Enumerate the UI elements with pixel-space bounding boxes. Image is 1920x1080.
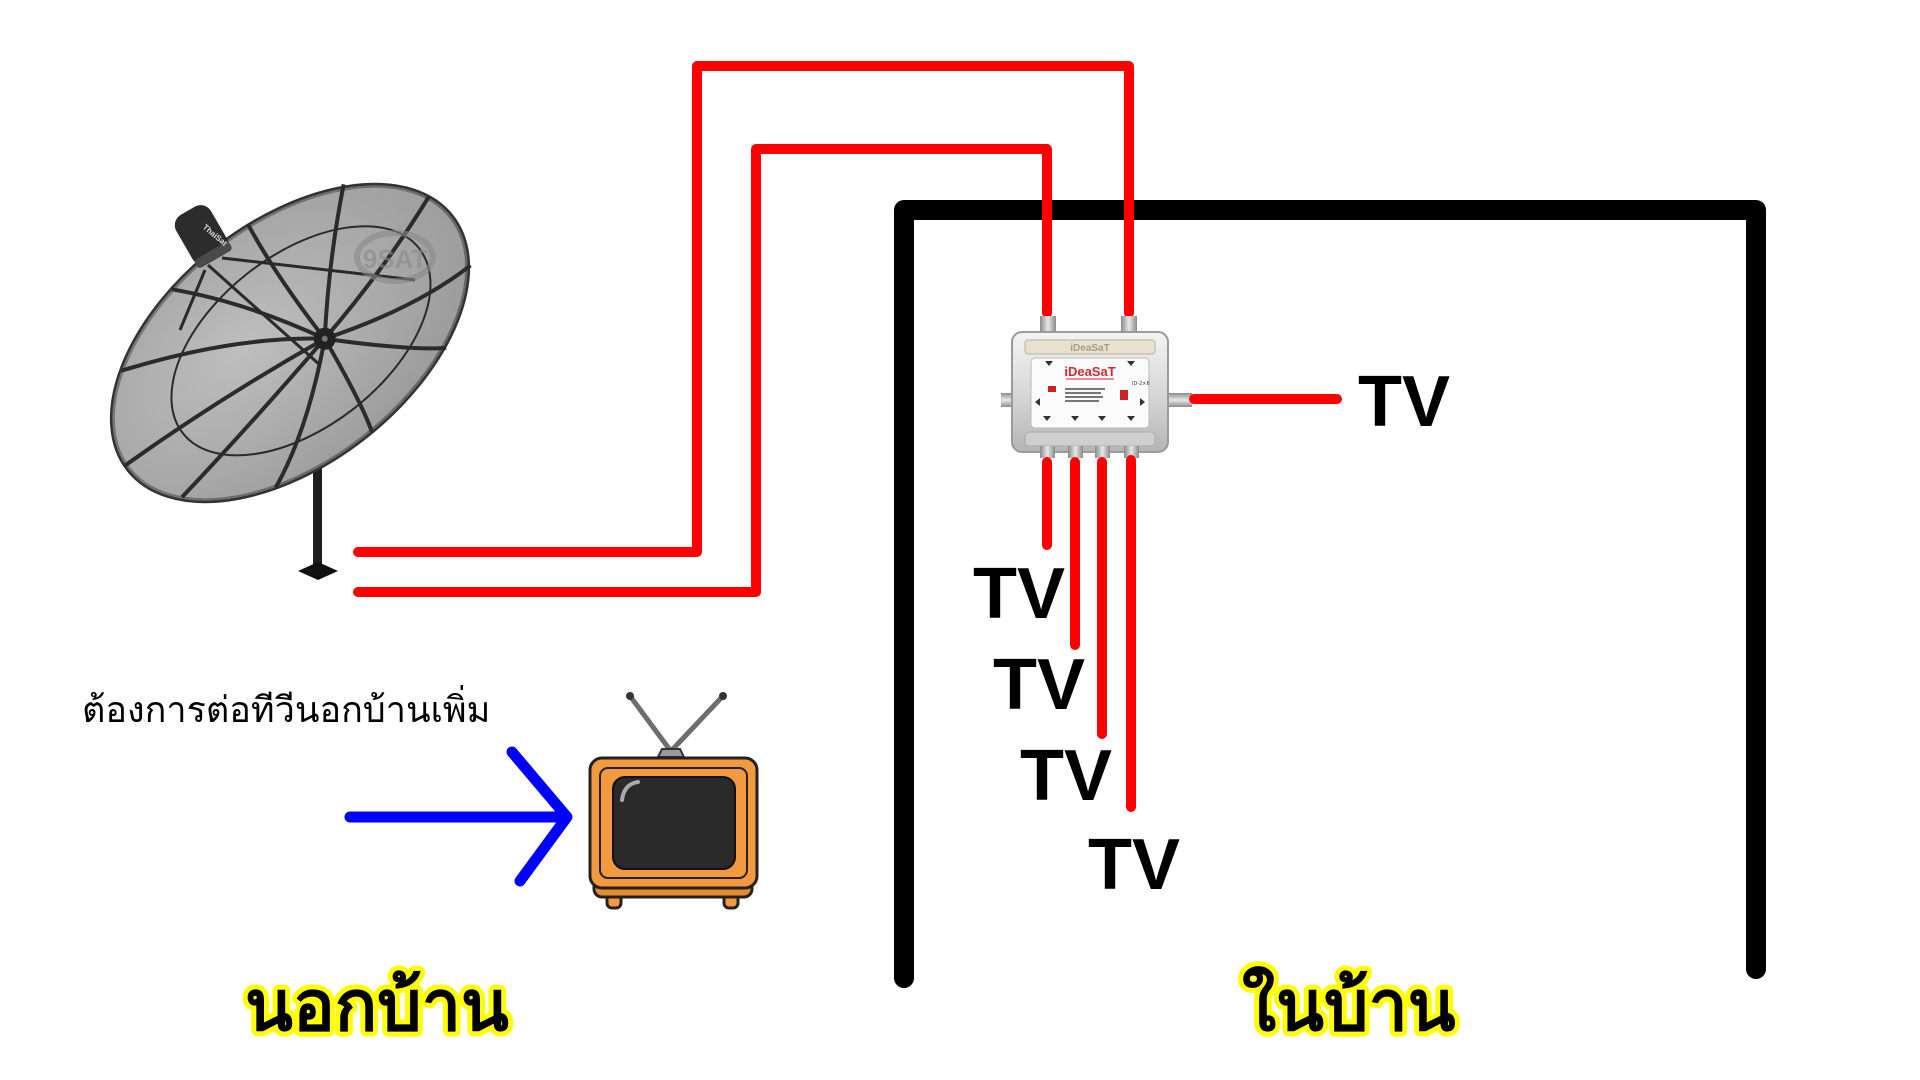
multiswitch-brand-logo: iDeaSaT	[1064, 364, 1115, 379]
dish-watermark: 9SAT	[354, 230, 436, 284]
dish-pole	[313, 380, 322, 572]
side-connector-right	[1166, 393, 1192, 407]
output-connector-3	[1095, 446, 1110, 458]
tv-label-4: TV	[1088, 825, 1180, 905]
arrow-right-icon	[344, 746, 573, 887]
multiswitch-top-logo: iDeaSaT	[1070, 343, 1109, 354]
zone-label-inside: ในบ้าน	[1242, 965, 1456, 1047]
output-connector-1	[1040, 446, 1055, 458]
multiswitch-icon: iDeaSaT iDeaSaT ID-2×6	[1001, 316, 1192, 458]
cable-dish-to-input-1	[353, 144, 1052, 597]
tv-label-right: TV	[1358, 362, 1450, 442]
retro-tv-icon	[588, 692, 759, 910]
satellite-dish-icon: ThaiSat 9SAT	[109, 182, 472, 580]
cable-dish-to-input-2	[353, 61, 1134, 557]
tv-label-2: TV	[993, 645, 1085, 725]
output-connector-2	[1068, 446, 1083, 458]
dish-base-plate	[298, 562, 338, 580]
zone-label-outside: นอกบ้าน	[245, 965, 509, 1047]
house-wall	[894, 200, 1766, 988]
multiswitch-model: ID-2×6	[1132, 381, 1150, 387]
note-text: ต้องการต่อทีวีนอกบ้านเพิ่ม	[82, 685, 490, 731]
lnb-icon: ThaiSat	[174, 205, 232, 268]
tv-label-1: TV	[973, 554, 1065, 634]
watermark-logo: 9SAT	[363, 244, 428, 274]
output-connector-4	[1124, 446, 1139, 458]
tv-label-3: TV	[1020, 736, 1112, 816]
dish-reflector	[109, 182, 472, 504]
